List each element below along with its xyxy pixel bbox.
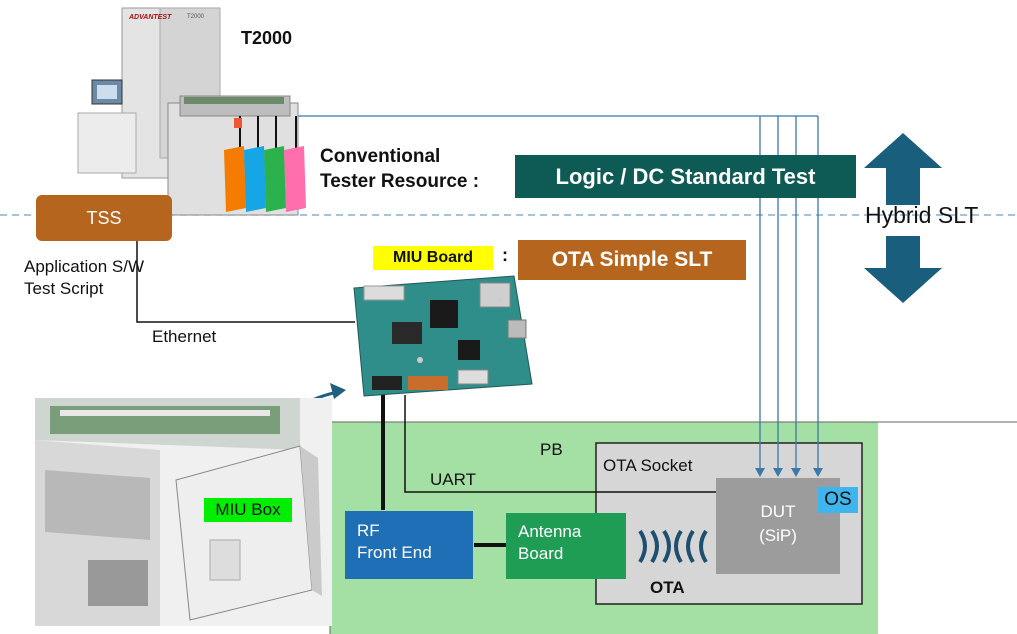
miu-board-pcb-illustration [353, 275, 533, 397]
miu-board-label: MIU Board [373, 246, 493, 270]
uart-label: UART [430, 470, 476, 489]
pb-label: PB [540, 440, 563, 459]
logic-dc-test-box: Logic / DC Standard Test [515, 155, 856, 198]
t2000-panel-logo: T2000 [187, 14, 205, 20]
dut-line1: DUT [760, 502, 796, 521]
antenna-line1: Antenna [518, 522, 582, 541]
uart-line [404, 395, 716, 493]
app-sw-line2: Test Script [24, 279, 104, 298]
miu-board-colon: : [502, 245, 508, 265]
t2000-tester-illustration [77, 7, 306, 216]
advantest-logo-text: ADVANTEST [129, 14, 172, 21]
app-sw-line1: Application S/W [24, 257, 144, 276]
ota-simple-slt-box: OTA Simple SLT [518, 240, 746, 280]
application-sw-label: Application S/W Test Script [24, 256, 144, 300]
hybrid-arrow-up [864, 133, 942, 205]
antenna-board-box: Antenna Board [506, 513, 626, 579]
conventional-line2: Tester Resource : [320, 171, 480, 192]
signal-arrowheads [755, 468, 823, 477]
tss-box: TSS [36, 195, 172, 241]
miu-box-label: MIU Box [204, 498, 292, 522]
rf-front-end-box: RF Front End [345, 511, 473, 579]
ota-socket-label: OTA Socket [603, 456, 693, 475]
hybrid-slt-label: Hybrid SLT [865, 202, 979, 228]
dut-line2: (SiP) [759, 526, 797, 545]
miu-box-arrowhead [330, 383, 346, 399]
conventional-tester-label: Conventional Tester Resource : [320, 144, 479, 194]
t2000-label: T2000 [241, 28, 293, 48]
rf-line1: RF [357, 521, 380, 540]
ota-label: OTA [650, 578, 685, 597]
rf-line2: Front End [357, 543, 432, 562]
os-badge: OS [818, 487, 858, 513]
ota-wave-icon [638, 529, 708, 564]
antenna-line2: Board [518, 544, 564, 563]
dut-label: DUT (SiP) [716, 500, 840, 548]
conventional-line1: Conventional [320, 146, 441, 167]
ethernet-label: Ethernet [152, 327, 217, 346]
hybrid-arrow-down [864, 236, 942, 303]
